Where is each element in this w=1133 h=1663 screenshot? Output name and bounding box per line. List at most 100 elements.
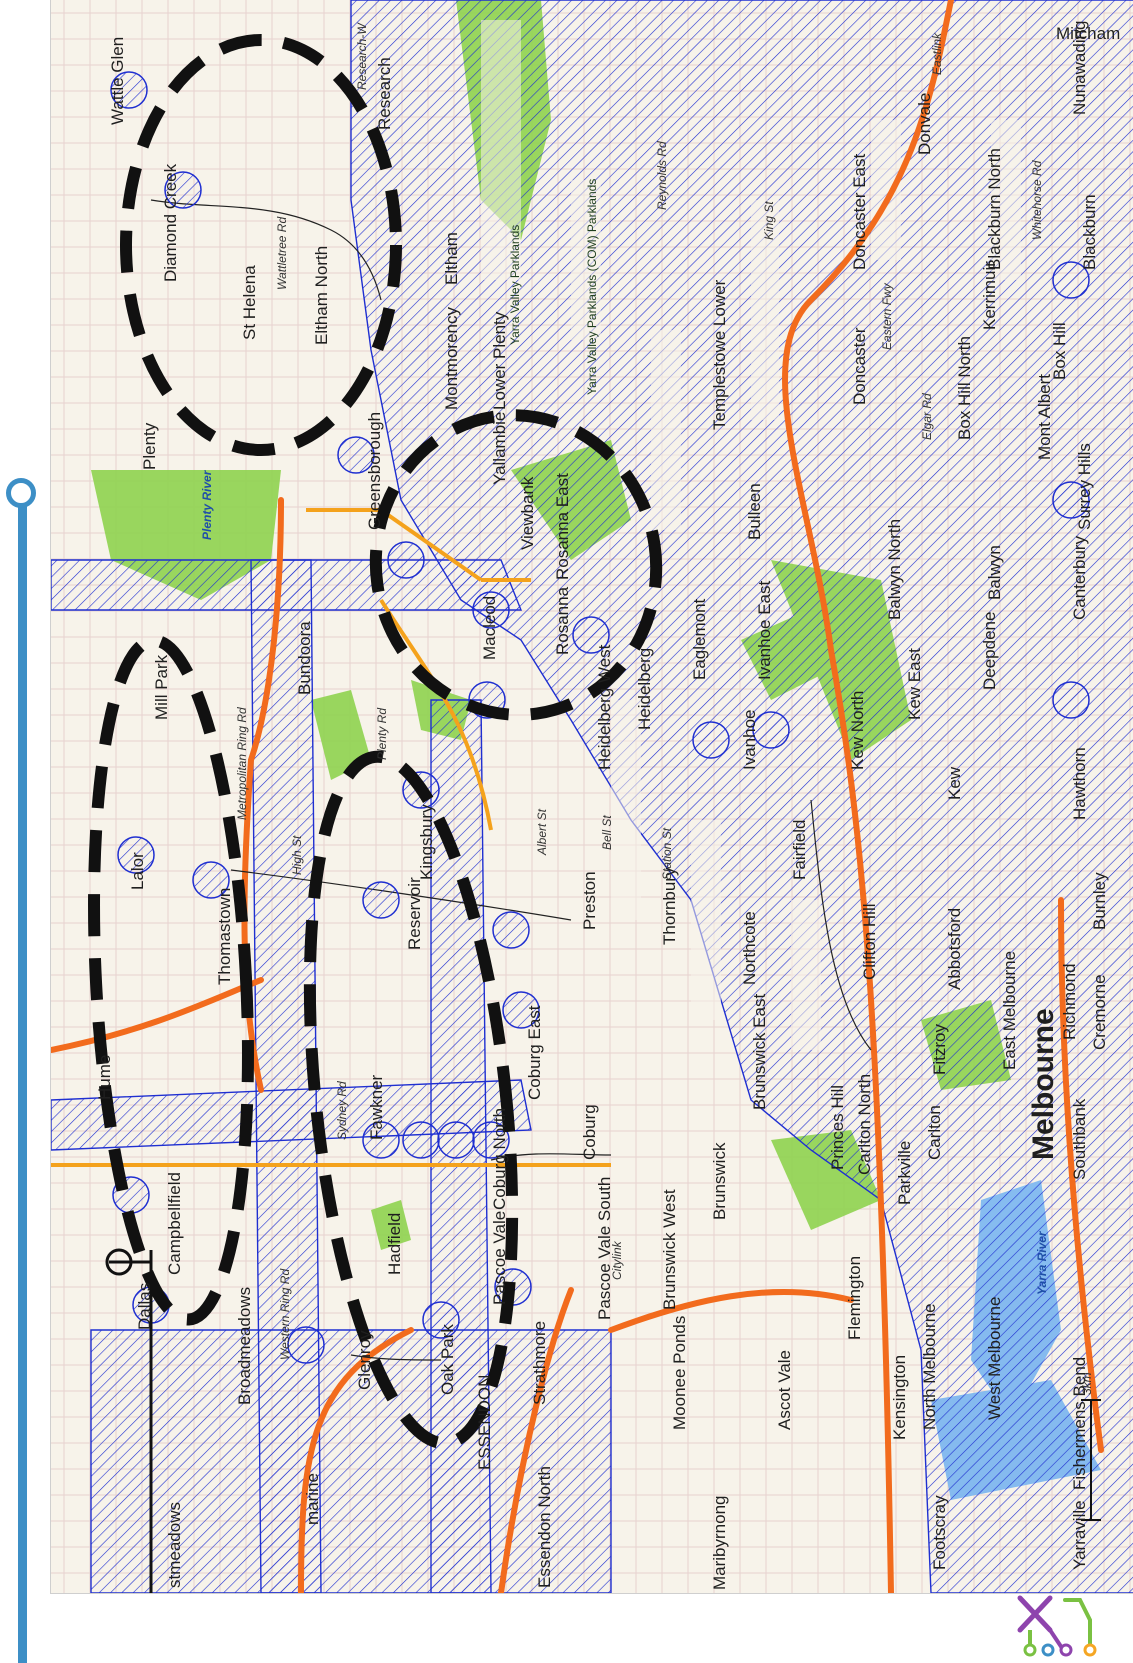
label-fitzroy: Fitzroy [930,1024,949,1075]
label-footscray: Footscray [930,1495,949,1570]
label-kew-north: Kew North [848,690,867,770]
label-canterbury: Canterbury [1070,535,1089,620]
label-box-hill-north: Box Hill North [955,336,974,440]
label-plenty-rd: Plenty Rd [375,707,389,760]
label-hadfield: Hadfield [385,1212,404,1275]
label-parkville: Parkville [895,1140,914,1205]
label-ivanhoe-east: Ivanhoe East [755,580,774,680]
label-reynolds-rd: Reynolds Rd [655,141,669,210]
label-research: Research [375,57,394,130]
label-ivanhoe: Ivanhoe [740,709,759,771]
label-plenty-river: Plenty River [200,470,214,540]
label-rosanna: Rosanna [553,586,572,655]
label-yarra-valley-parklands-com: Yarra Valley Parklands (COM) Parklands [585,178,599,395]
label-oak-park: Oak Park [438,1324,457,1395]
label-western-ring-rd: Western Ring Rd [278,1268,292,1360]
label-mitcham: Mitcham [1056,24,1121,43]
label-kingsbury: Kingsbury [417,804,436,880]
label-west-melbourne: West Melbourne [985,1296,1004,1420]
label-brunswick: Brunswick [710,1142,729,1220]
label-high-st: High St [290,835,304,875]
label-broadmeadows: Broadmeadows [235,1286,254,1405]
label-maribyrnong: Maribyrnong [710,1495,729,1591]
label-sydney-rd: Sydney Rd [335,1081,349,1140]
label-burnley: Burnley [1090,872,1109,930]
label-whitehorse-rd: Whitehorse Rd [1030,160,1044,240]
label-thomastown: Thomastown [215,887,234,985]
label-kerrimuir: Kerrimuir [980,261,999,330]
label-montmorency: Montmorency [442,307,461,410]
label-yarraville: Yarraville [1070,1500,1089,1570]
label-coburg-east: Coburg East [525,1005,544,1101]
label-essendon: ESSENDON [475,1374,494,1470]
label-station-st: Station St [660,827,674,880]
label-hawthorn: Hawthorn [1070,747,1089,820]
label-flemington: Flemington [845,1255,864,1340]
label-research-w: Research-W [355,23,369,90]
suburb-blocks [481,20,1021,1050]
label-greensborough: Greensborough [365,411,384,530]
label-lalor: Lalor [128,852,147,890]
label-brunswick-west: Brunswick West [660,1189,679,1310]
label-hume: Hume [95,1054,114,1100]
label-bundoora: Bundoora [295,621,314,695]
label-glenroy: Glenroy [355,1330,374,1390]
label-kew: Kew [945,766,964,800]
label-doncaster-east: Doncaster East [850,153,869,270]
label-yallambie: Yallambie [490,411,509,485]
label-clifton-hill: Clifton Hill [860,903,879,980]
label-abbotsford: Abbotsford [945,907,964,990]
label-north-melbourne: North Melbourne [920,1303,939,1430]
arterial-roads [51,508,611,1167]
label-lower-plenty: Lower Plenty [490,311,509,410]
label-brunswick-east: Brunswick East [750,993,769,1110]
label-plenty: Plenty [140,422,159,470]
label-diamond-creek: Diamond Creek [161,163,180,282]
label-southbank: Southbank [1070,1098,1089,1180]
label-viewbank: Viewbank [518,476,537,550]
label-westmeadows: stmeadows [165,1502,184,1588]
timeline-line [18,492,27,1663]
label-campbellfield: Campbellfield [165,1172,184,1275]
label-albert-st: Albert St [535,808,549,855]
highlight-ovals [88,34,663,1450]
label-dallas: Dallas [135,1282,154,1330]
label-donvale: Donvale [915,92,934,155]
label-templestowe-lower: Templestowe Lower [710,279,729,430]
label-macleod: Macleod [480,595,499,660]
label-reservoir: Reservoir [405,877,424,950]
label-citylink: Citylink [610,1241,624,1280]
timeline-marker [6,478,36,508]
oval-coburg [303,750,519,1450]
label-st-helena: St Helena [240,265,259,340]
label-coburg-north: Coburg North [490,1107,509,1210]
label-carlton: Carlton [925,1105,944,1160]
label-princes-hill: Princes Hill [828,1084,847,1170]
map-image: Wattle Glen Diamond Creek St Helena Elth… [50,0,1133,1594]
label-wattletree-rd: Wattletree Rd [275,216,289,290]
label-blackburn: Blackburn [1080,194,1099,270]
label-carlton-north: Carlton North [855,1073,874,1175]
oval-diamond-creek [120,34,402,456]
label-mill-park: Mill Park [152,654,171,720]
brand-logo [1017,1595,1097,1657]
label-eastlink: Eastlink [930,32,944,75]
label-heidelberg: Heidelberg [635,647,654,730]
label-northcote: Northcote [740,911,759,985]
label-surrey-hills: Surrey Hills [1075,443,1094,530]
label-preston: Preston [580,871,599,930]
label-doncaster: Doncaster [850,327,869,405]
label-bell-st: Bell St [600,815,614,850]
label-strathmore: Strathmore [530,1320,549,1405]
label-blackburn-north: Blackburn North [985,148,1004,270]
label-balwyn-north: Balwyn North [885,518,904,620]
label-essendon-north: Essendon North [535,1466,554,1588]
label-richmond: Richmond [1060,963,1079,1040]
label-scale: 3km [1080,1372,1094,1395]
label-heidelberg-west: Heidelberg West [595,644,614,770]
label-fawkner: Fawkner [367,1074,386,1140]
label-kew-east: Kew East [905,648,924,720]
label-deepdene: Deepdene [980,611,999,690]
label-fairfield: Fairfield [790,819,809,880]
